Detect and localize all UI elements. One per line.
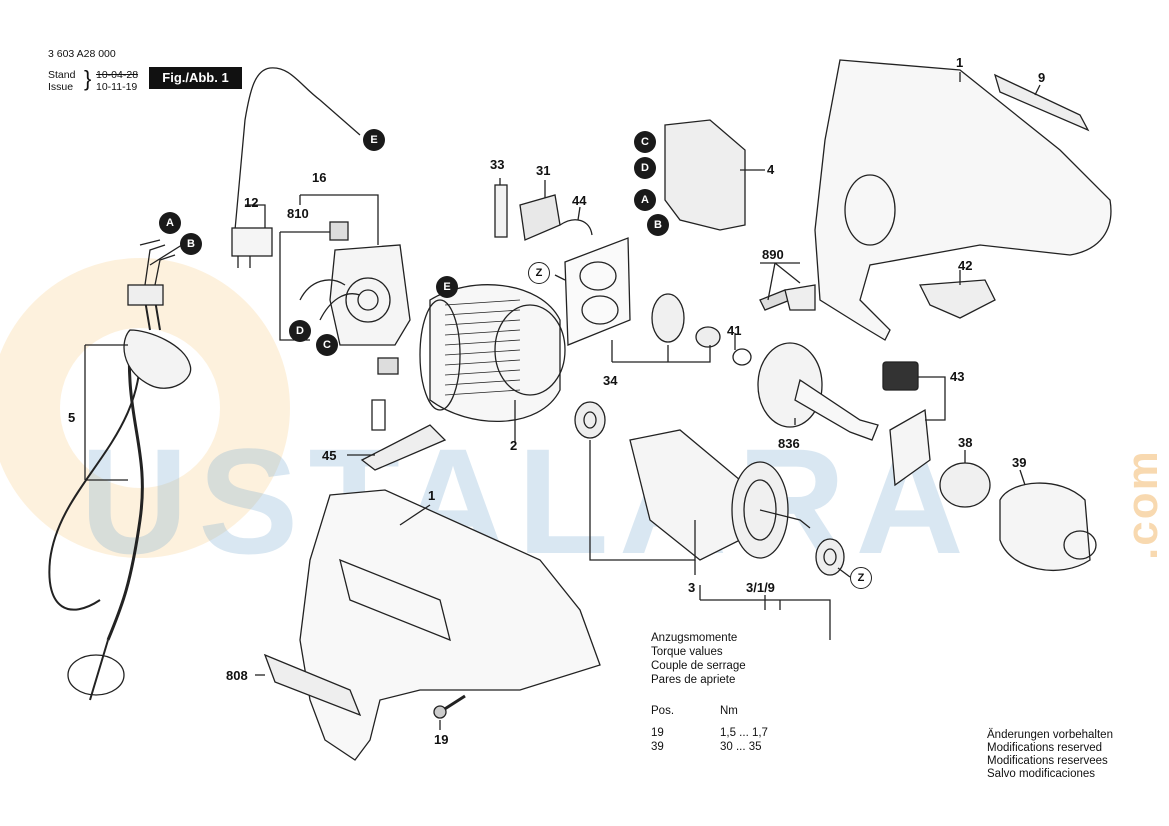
notice-de: Änderungen vorbehalten: [987, 729, 1113, 741]
connector-e-wire: E: [363, 129, 385, 151]
part-label-16: 16: [312, 170, 327, 185]
figure-label: Fig./Abb. 1: [149, 67, 242, 89]
torque-row-pos: 19: [651, 727, 664, 739]
torque-title-en: Torque values: [651, 646, 723, 658]
part-label-45: 45: [322, 448, 337, 463]
torque-row-nm: 1,5 ... 1,7: [720, 727, 768, 739]
torque-col-nm: Nm: [720, 705, 738, 717]
connector-e-stator: E: [436, 276, 458, 298]
part-label-44: 44: [572, 193, 587, 208]
part-label-39: 39: [1012, 455, 1027, 470]
notice-es: Salvo modificaciones: [987, 768, 1096, 780]
part-label-808: 808: [226, 668, 248, 683]
part-label-810: 810: [287, 206, 309, 221]
part-label-9: 9: [1038, 70, 1046, 85]
torque-row-pos: 39: [651, 741, 664, 753]
connector-z-plate: Z: [528, 262, 550, 284]
part-label-34: 34: [603, 373, 618, 388]
part-label-1-top: 1: [956, 55, 964, 70]
connector-z-bearing: Z: [850, 567, 872, 589]
torque-title-de: Anzugsmomente: [651, 632, 738, 644]
part-label-836: 836: [778, 436, 800, 451]
part-label-33: 33: [490, 157, 505, 172]
torque-title-es: Pares de apriete: [651, 674, 736, 686]
issue-date: 10-11-19: [96, 81, 138, 93]
part-label-1-bottom: 1: [428, 488, 436, 503]
connector-d-top: D: [634, 157, 656, 179]
part-label-43: 43: [950, 369, 965, 384]
brace-icon: }: [84, 66, 92, 91]
connector-a-top: A: [634, 189, 656, 211]
part-label-5: 5: [68, 410, 76, 425]
notice-fr: Modifications reservees: [987, 755, 1108, 767]
document-number: 3 603 A28 000: [48, 48, 116, 60]
connector-b-cord: B: [180, 233, 202, 255]
torque-title-fr: Couple de serrage: [651, 660, 746, 672]
connector-c-top: C: [634, 131, 656, 153]
part-label-12: 12: [244, 195, 259, 210]
connector-d-frame: D: [289, 320, 311, 342]
stand-label: Stand: [48, 69, 76, 81]
part-label-890: 890: [762, 247, 784, 262]
torque-col-pos: Pos.: [651, 705, 675, 717]
connector-c-frame: C: [316, 334, 338, 356]
connector-a-cord: A: [159, 212, 181, 234]
notice-en: Modifications reserved: [987, 742, 1103, 754]
part-label-19: 19: [434, 732, 449, 747]
part-label-2: 2: [510, 438, 518, 453]
stand-date: 10-04-28: [96, 69, 139, 81]
part-label-31: 31: [536, 163, 551, 178]
torque-row-nm: 30 ... 35: [720, 741, 762, 753]
part-label-42: 42: [958, 258, 973, 273]
part-label-3-1-9: 3/1/9: [746, 580, 775, 595]
connector-b-top: B: [647, 214, 669, 236]
part-label-41: 41: [727, 323, 742, 338]
part-label-3: 3: [688, 580, 696, 595]
part-label-38: 38: [958, 435, 973, 450]
part-label-4: 4: [767, 162, 775, 177]
issue-label: Issue: [48, 81, 74, 93]
